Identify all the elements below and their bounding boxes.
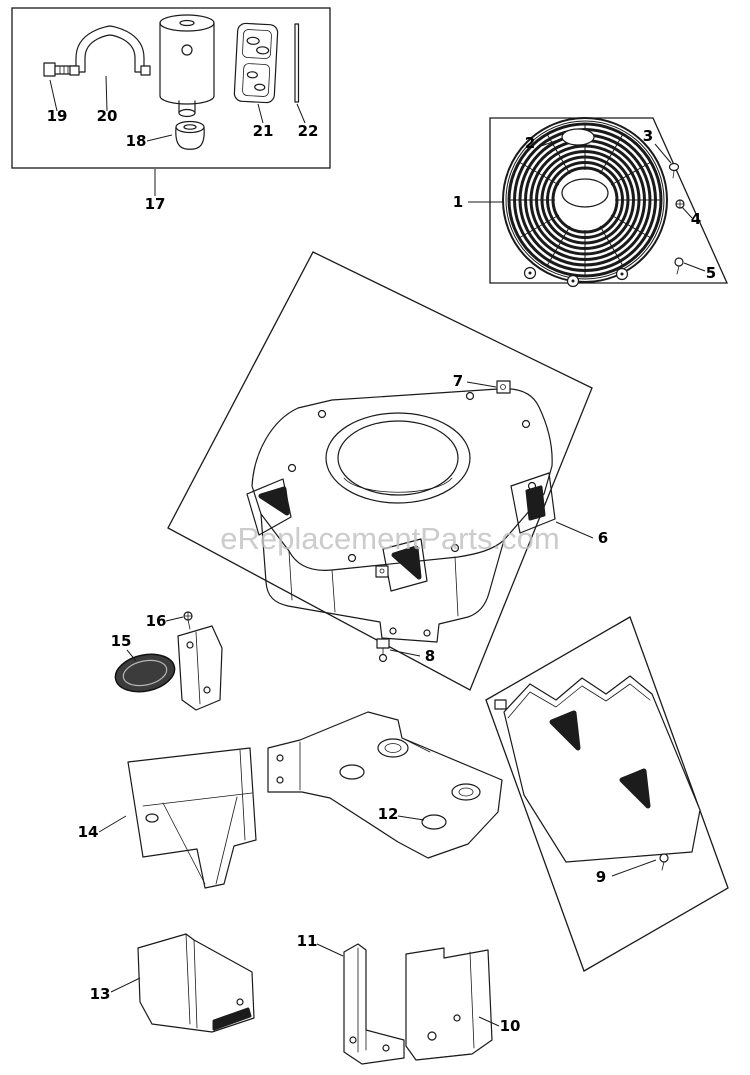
- callout-16: 16: [146, 612, 167, 630]
- part-20-clamp: [69, 25, 151, 76]
- fan-box-border: [489, 117, 729, 284]
- callout-13: 13: [90, 985, 111, 1003]
- callout-1: 1: [453, 193, 463, 211]
- callout-10: 10: [500, 1017, 521, 1035]
- callout-12: 12: [378, 805, 399, 823]
- part-14-baffle: [127, 747, 257, 889]
- housing-border: [167, 251, 593, 691]
- part-21-gasket-plates: [233, 22, 279, 104]
- callout-11: 11: [297, 932, 318, 950]
- callout-5-leader: [683, 262, 706, 272]
- callout-8-leader: [389, 649, 421, 657]
- callout-12-leader: [397, 815, 425, 821]
- callout-4-leader: [681, 206, 693, 219]
- part-16-screw: [183, 611, 193, 630]
- part-2-oval-washer: [561, 128, 595, 146]
- part-9-baffle: [494, 675, 701, 871]
- part-7-fastener: [496, 380, 511, 394]
- callout-9-leader: [611, 859, 657, 877]
- fan-box: [489, 117, 729, 288]
- callout-9: 9: [596, 868, 606, 886]
- callouts: 1 2 3 4 5 6 7 8 9 10 11 12 13 14 15 16 1…: [47, 75, 716, 1035]
- baffle-vent-hole-2: [619, 768, 651, 809]
- callout-18: 18: [126, 132, 147, 150]
- callout-2-leader: [540, 138, 562, 147]
- callout-3: 3: [643, 127, 653, 145]
- callout-16-leader: [165, 616, 184, 622]
- part-6-blower-housing: [246, 388, 556, 643]
- part-5-screw: [674, 257, 684, 275]
- callout-8: 8: [425, 647, 435, 665]
- callout-7-leader: [466, 381, 497, 388]
- part-22-rod: [294, 23, 300, 103]
- part-8-bolt: [376, 638, 390, 663]
- callout-15: 15: [111, 632, 132, 650]
- callout-3-leader: [654, 143, 672, 164]
- part-15-cap-assembly: [114, 625, 223, 711]
- callout-20-leader: [105, 75, 108, 112]
- callout-14: 14: [78, 823, 99, 841]
- callout-19: 19: [47, 107, 68, 125]
- callout-15-leader: [126, 649, 137, 662]
- callout-21: 21: [253, 122, 274, 140]
- part-3-screw: [668, 162, 680, 179]
- cap-face: [114, 653, 176, 693]
- callout-19-leader: [49, 79, 58, 112]
- part-4-screw: [675, 199, 685, 209]
- left-vent-hole: [258, 486, 290, 516]
- baffle-vent-hole-1: [549, 710, 581, 751]
- callout-22-leader: [296, 103, 306, 124]
- kit-box-border: [11, 7, 331, 169]
- part-11-bracket: [343, 943, 405, 1065]
- callout-6: 6: [598, 529, 608, 547]
- bottom-vent-hole: [391, 545, 422, 580]
- part-13-baffle: [137, 933, 255, 1033]
- callout-2: 2: [525, 134, 535, 152]
- callout-5: 5: [706, 264, 716, 282]
- callout-4: 4: [691, 210, 701, 228]
- callout-18-leader: [146, 134, 173, 142]
- callout-13-leader: [110, 977, 141, 993]
- callout-6-leader: [555, 521, 594, 539]
- callout-10-leader: [478, 1016, 500, 1027]
- callout-21-leader: [257, 103, 264, 124]
- right-slot-hole: [525, 485, 546, 521]
- callout-17: 17: [145, 195, 166, 213]
- part-18-grommet: [175, 120, 205, 150]
- callout-20: 20: [97, 107, 118, 125]
- part-10-baffle: [405, 947, 493, 1061]
- callout-11-leader: [316, 943, 344, 957]
- callout-22: 22: [298, 122, 319, 140]
- baffle-box-9: [485, 616, 729, 972]
- part-12-baffle: [267, 711, 503, 859]
- kit-box: [11, 7, 331, 169]
- callout-7: 7: [453, 372, 463, 390]
- callout-14-leader: [98, 815, 127, 833]
- part-17-breather-cylinder: [159, 14, 215, 118]
- baffle-box-border: [485, 616, 729, 972]
- watermark: eReplacementParts.com: [220, 521, 559, 556]
